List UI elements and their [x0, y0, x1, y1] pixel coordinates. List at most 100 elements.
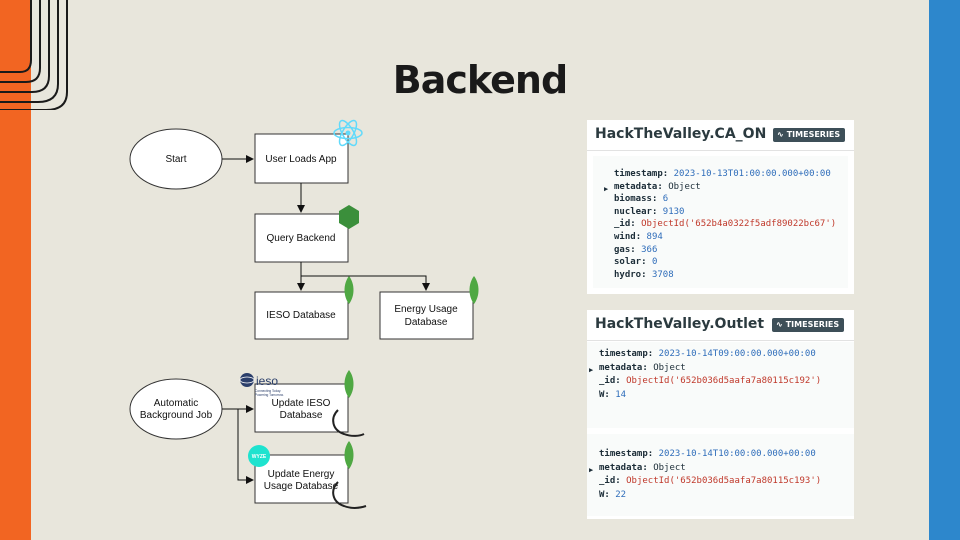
- field-separator: :: [604, 490, 616, 501]
- field-row-id: _id: ObjectId('652b036d5aafa7a80115c192'…: [599, 375, 821, 388]
- field-separator: :: [641, 269, 652, 280]
- field-key: W: [599, 490, 605, 501]
- mongodb-leaf-icon: [469, 276, 479, 304]
- nodejs-icon: [339, 205, 359, 229]
- field-separator: :: [651, 206, 663, 217]
- query-backend-node: [254, 213, 349, 263]
- field-value: 2023-10-14T10:00:00.000+00:00: [658, 449, 816, 459]
- field-row-timestamp: timestamp: 2023-10-14T10:00:00.000+00:00: [599, 448, 816, 461]
- start-label: Start: [165, 154, 186, 165]
- left-accent-bar: [0, 0, 31, 540]
- wyze-logo: WYZE: [248, 445, 270, 467]
- field-separator: :: [641, 257, 652, 268]
- document-card: [587, 342, 854, 428]
- mongodb-leaf-icon: [344, 276, 354, 304]
- timeseries-badge: ∿TIMESERIES: [772, 318, 845, 332]
- ieso-logo: ieso Connecting Today. Powering Tomorrow…: [239, 373, 284, 397]
- field-key: W: [599, 390, 605, 401]
- automatic-job-label-1: Automatic: [154, 398, 198, 409]
- expand-caret-icon[interactable]: ▶: [589, 465, 594, 474]
- query-backend-label: Query Backend: [267, 233, 336, 244]
- ieso-logo-subtitle-2: Powering Tomorrow.: [255, 393, 284, 397]
- collection-panel-outlet: HackTheValley.Outlet ∿TIMESERIES timesta…: [587, 310, 854, 519]
- field-value: 22: [615, 490, 627, 501]
- update-ieso-label-2: Database: [280, 410, 323, 421]
- field-value: 3708: [651, 269, 674, 280]
- field-row-hydro: hydro: 3708: [614, 269, 674, 282]
- field-key: metadata: [614, 181, 658, 192]
- field-separator: :: [662, 169, 674, 179]
- field-row-W: W: 14: [599, 389, 626, 402]
- field-key: timestamp: [614, 169, 663, 179]
- energy-usage-database-node: [379, 291, 474, 340]
- document-card: [593, 156, 848, 288]
- field-row-timestamp: timestamp: 2023-10-14T09:00:00.000+00:00: [599, 348, 816, 361]
- arrow-query-to-energy: [301, 275, 430, 291]
- field-value: Object: [653, 362, 686, 373]
- timeseries-badge-label: TIMESERIES: [785, 320, 840, 329]
- field-key: biomass: [614, 194, 652, 205]
- field-row-metadata[interactable]: ▶ metadata: Object: [589, 362, 686, 375]
- document-card: [587, 434, 854, 516]
- field-value: ObjectId('652b036d5aafa7a80115c192'): [626, 376, 822, 387]
- field-row-nuclear: nuclear: 9130: [614, 206, 684, 219]
- automatic-job-label-2: Background Job: [140, 410, 213, 421]
- field-value: 894: [646, 232, 663, 242]
- field-value: 0: [651, 257, 658, 268]
- field-row-W: W: 22: [599, 489, 626, 502]
- corner-lines-decoration: [0, 0, 68, 110]
- field-key: _id: [614, 219, 631, 230]
- field-key: solar: [614, 257, 642, 268]
- field-separator: :: [635, 232, 647, 242]
- field-value: Object: [668, 181, 701, 192]
- field-separator: :: [604, 390, 616, 401]
- field-row-solar: solar: 0: [614, 256, 657, 269]
- field-value: ObjectId('652b4a0322f5adf89022bc67'): [641, 219, 837, 230]
- field-value: 14: [615, 390, 627, 401]
- field-row-wind: wind: 894: [614, 231, 663, 244]
- field-separator: :: [615, 376, 627, 387]
- field-key: metadata: [599, 462, 643, 473]
- field-row-metadata[interactable]: ▶ metadata: Object: [604, 181, 701, 194]
- timeseries-badge-label: TIMESERIES: [786, 130, 841, 139]
- field-separator: :: [647, 449, 659, 459]
- field-separator: :: [642, 362, 654, 373]
- field-separator: :: [657, 181, 669, 192]
- wyze-logo-text: WYZE: [252, 454, 267, 460]
- update-ieso-node: [254, 383, 349, 433]
- energy-usage-database-label-1: Energy Usage: [394, 304, 458, 315]
- field-key: wind: [614, 232, 636, 242]
- field-key: _id: [599, 476, 616, 487]
- ieso-database-label: IESO Database: [266, 310, 336, 321]
- field-key: timestamp: [599, 449, 648, 459]
- react-icon: [333, 119, 363, 147]
- timeseries-icon: ∿: [777, 130, 784, 139]
- field-key: timestamp: [599, 349, 648, 359]
- update-energy-label-1: Update Energy: [268, 469, 335, 480]
- field-separator: :: [642, 462, 654, 473]
- update-energy-label-2: Usage Database: [264, 481, 339, 492]
- field-key: metadata: [599, 362, 643, 373]
- ieso-database-node: [254, 291, 349, 340]
- expand-caret-icon[interactable]: ▶: [589, 365, 594, 374]
- collection-name: HackTheValley.CA_ON: [595, 126, 767, 142]
- field-value: ObjectId('652b036d5aafa7a80115c193'): [626, 476, 822, 487]
- arrow-job-to-update-energy: [237, 409, 254, 484]
- field-separator: :: [615, 476, 627, 487]
- field-separator: :: [647, 349, 659, 359]
- collection-name: HackTheValley.Outlet: [595, 316, 765, 332]
- mongodb-leaf-icon: [344, 441, 354, 469]
- field-value: 2023-10-14T09:00:00.000+00:00: [658, 349, 816, 359]
- user-loads-app-label: User Loads App: [265, 154, 337, 165]
- field-key: hydro: [614, 269, 642, 280]
- field-row-biomass: biomass: 6: [614, 193, 668, 206]
- field-separator: :: [630, 219, 642, 230]
- field-value: 6: [662, 194, 669, 205]
- timeseries-badge: ∿TIMESERIES: [773, 128, 846, 142]
- field-row-id: _id: ObjectId('652b036d5aafa7a80115c193'…: [599, 475, 821, 488]
- expand-caret-icon[interactable]: ▶: [604, 184, 609, 193]
- field-key: nuclear: [614, 206, 652, 217]
- field-row-id: _id: ObjectId('652b4a0322f5adf89022bc67'…: [614, 218, 836, 231]
- field-row-metadata[interactable]: ▶metadata: Object: [589, 462, 686, 475]
